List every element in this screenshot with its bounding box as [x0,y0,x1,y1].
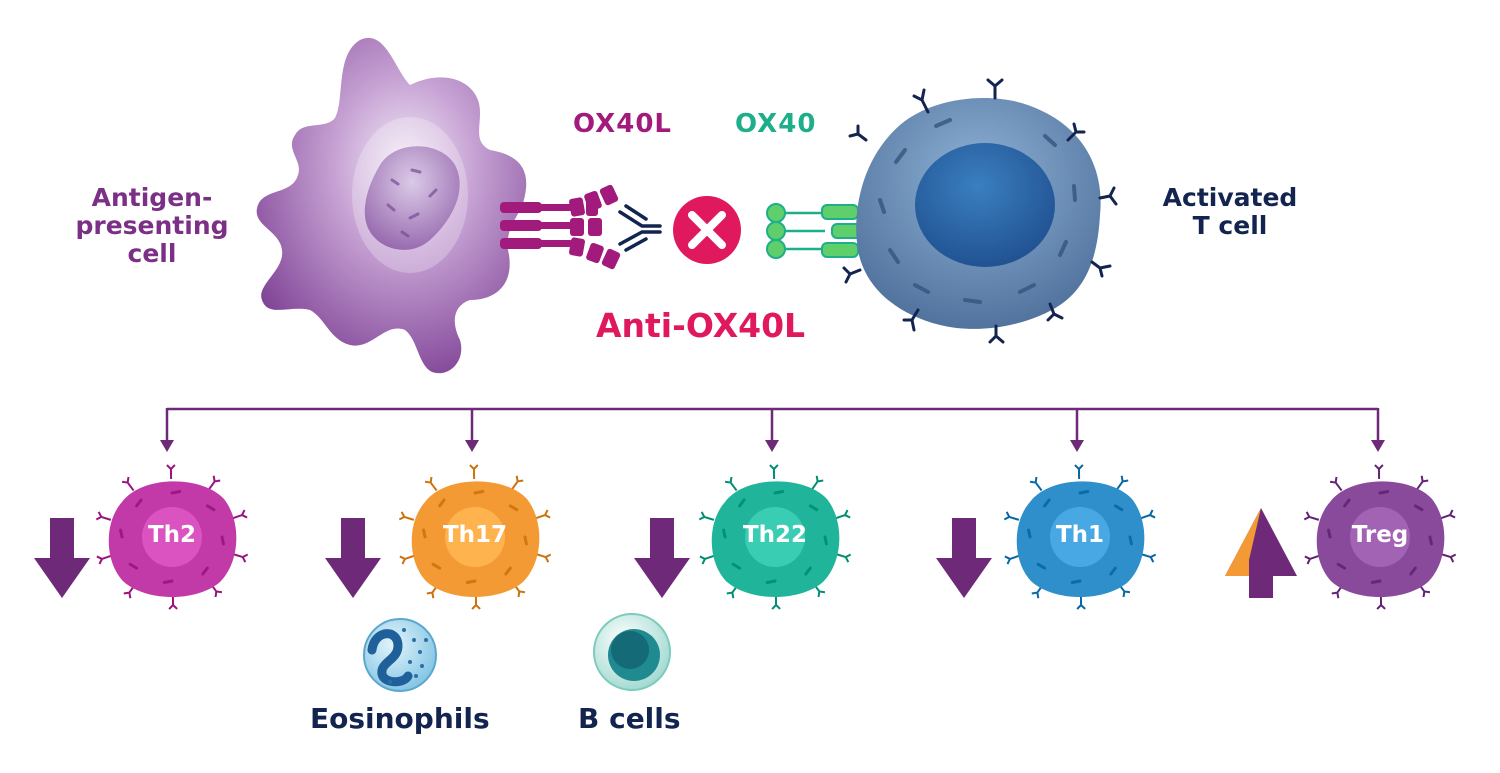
subset-cell-nucleus [1350,507,1410,567]
eosinophils-label: Eosinophils [310,702,490,735]
b-cells-label: B cells [578,702,681,735]
subset-cell-th17 [398,464,552,610]
up-arrow-icon [1225,508,1297,598]
subset-label-th1: Th1 [1055,522,1105,548]
down-arrow-icon [325,518,381,598]
tcell-label-line-2: T cell [1192,211,1268,240]
t-cell-nucleus [915,143,1055,267]
apc-label-line-2: presenting [75,211,229,240]
down-arrow-icon [936,518,992,598]
b-cell [593,613,671,691]
antigen-presenting-cell [256,37,527,374]
eosinophil-cell [363,618,437,692]
subset-label-th22: Th22 [742,522,808,548]
subset-cell-th2 [95,464,249,610]
ox40-receptors [766,203,869,259]
apc-label-line-1: Antigen- [91,183,213,212]
subset-label-treg: Treg [1351,522,1409,548]
down-arrow-icon [34,518,90,598]
branch-connector [160,407,1385,452]
subset-cell-nucleus [1050,507,1110,567]
activated-t-cell [842,78,1118,344]
subset-cell-treg [1303,464,1457,610]
apc-label-line-3: cell [127,239,177,268]
antibody-icon [618,204,662,252]
subset-label-th2: Th2 [147,522,197,548]
apc-nucleus [364,146,460,250]
antigen-presenting-cell-label: Antigen- presenting cell [62,184,242,268]
down-arrow-icon [634,518,690,598]
ox40l-receptors [500,184,621,270]
subset-cell-nucleus [745,507,805,567]
subset-cell-nucleus [142,507,202,567]
anti-ox40l-label: Anti-OX40L [596,306,806,345]
subset-label-th17: Th17 [442,522,508,548]
subset-cell-th1 [1003,464,1157,610]
activated-t-cell-label: Activated T cell [1150,184,1310,240]
tcell-label-line-1: Activated [1162,183,1298,212]
subset-cell-th22 [698,464,852,610]
block-x-icon [673,196,741,264]
ox40l-label: OX40L [573,109,672,139]
subset-cell-nucleus [445,507,505,567]
ox40-label: OX40 [735,109,817,139]
